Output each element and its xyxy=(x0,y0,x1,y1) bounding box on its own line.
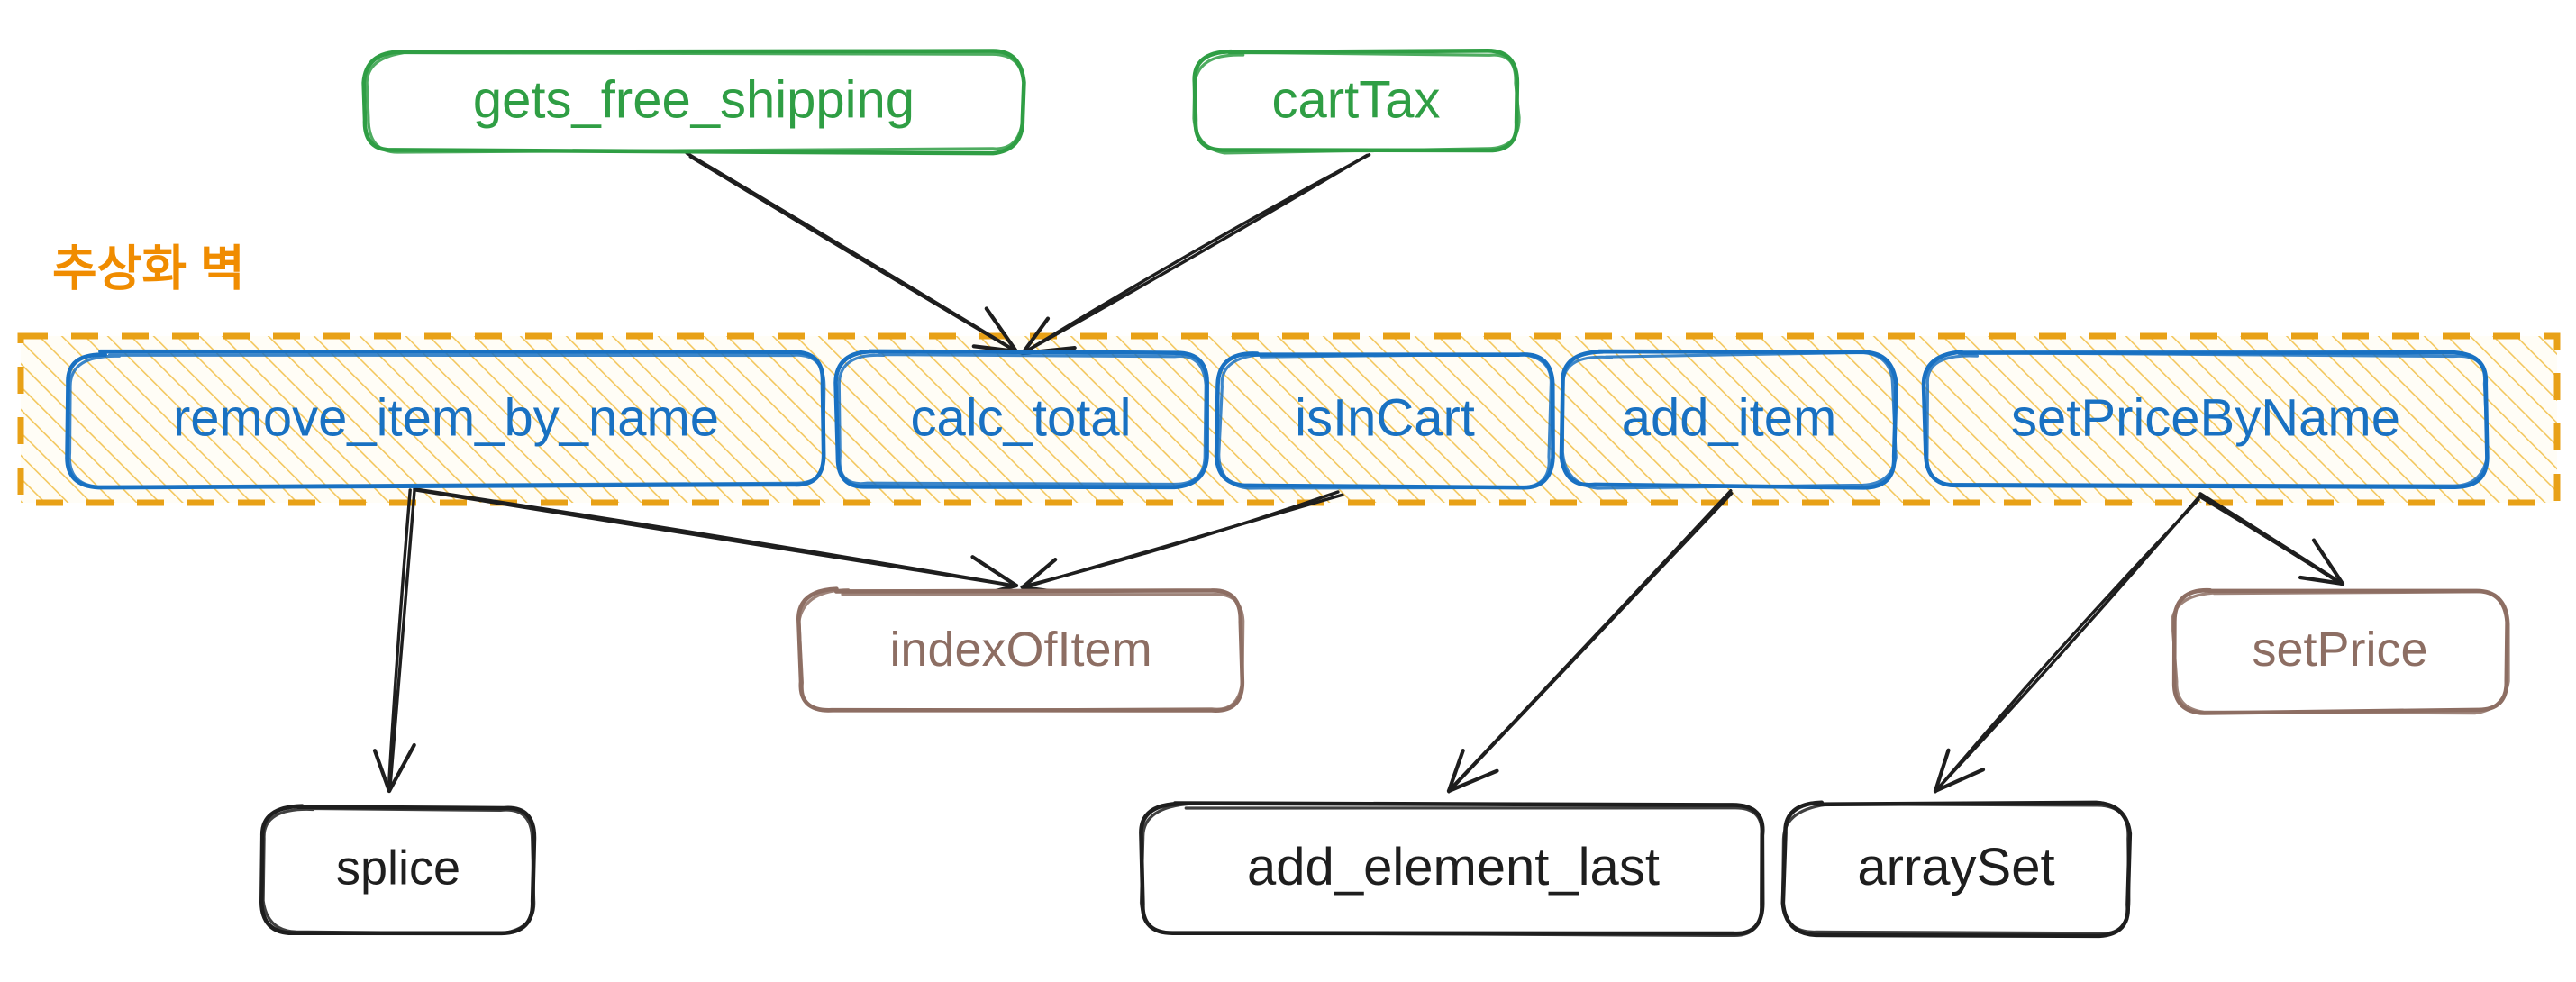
node-outline-second-pass xyxy=(1780,802,2131,935)
node-setPriceByName[interactable]: setPriceByName xyxy=(1921,350,2490,489)
node-cartTax[interactable]: cartTax xyxy=(1192,49,1521,155)
node-label-calc_total: calc_total xyxy=(910,388,1131,447)
abstraction-wall-border xyxy=(17,332,2561,506)
node-splice[interactable]: splice xyxy=(259,804,537,936)
node-outline-second-pass xyxy=(1561,350,1898,490)
node-arrayHandlerSet[interactable]: arraySet xyxy=(1780,800,2133,939)
node-outline-second-pass xyxy=(797,588,1245,713)
node-add_element_last[interactable]: add_element_last xyxy=(1139,801,1765,938)
node-label-indexOfItem: indexOfItem xyxy=(889,623,1151,677)
abstraction-wall-fill xyxy=(21,336,2557,503)
node-layer: gets_free_shipping cartTax remove_item_by_… xyxy=(65,49,2510,939)
node-outline-second-pass xyxy=(1217,352,1553,490)
abstraction-wall-title: 추상화 벽 xyxy=(52,241,245,296)
arrow-setPriceByName-to-setPrice xyxy=(2198,492,2345,586)
arrow-setPriceByName-to-arrayHandlerSet xyxy=(1933,494,2202,794)
arrow-gets_free_shipping-to-calc_total xyxy=(685,151,1019,354)
node-label-cartTax: cartTax xyxy=(1272,70,1441,129)
node-indexOfItem[interactable]: indexOfItem xyxy=(796,586,1245,713)
node-label-arrayHandlerSet: arraySet xyxy=(1857,838,2054,896)
node-label-setPriceByName: setPriceByName xyxy=(2011,388,2400,447)
node-remove_item_by_name[interactable]: remove_item_by_name xyxy=(65,349,826,490)
node-isInCart[interactable]: isInCart xyxy=(1214,351,1555,490)
node-add_item[interactable]: add_item xyxy=(1559,349,1898,490)
node-setPrice[interactable]: setPrice xyxy=(2171,587,2510,715)
node-label-isInCart: isInCart xyxy=(1295,388,1475,447)
arrow-remove_item_by_name-to-splice xyxy=(372,488,416,794)
node-outline xyxy=(833,349,1209,490)
node-label-add_item: add_item xyxy=(1622,388,1837,447)
node-outline-second-pass xyxy=(1139,802,1763,938)
node-label-splice: splice xyxy=(336,841,460,895)
abstraction-wall-region xyxy=(17,332,2561,506)
node-label-add_element_last: add_element_last xyxy=(1247,838,1660,896)
arrow-cartTax-to-calc_total xyxy=(1020,153,1371,356)
node-outline-second-pass xyxy=(68,353,826,488)
node-outline-second-pass xyxy=(1192,50,1521,155)
node-label-remove_item_by_name: remove_item_by_name xyxy=(173,388,719,447)
node-calc_total[interactable]: calc_total xyxy=(833,349,1209,490)
edge-layer xyxy=(372,151,2345,794)
node-label-setPrice: setPrice xyxy=(2252,623,2427,677)
node-outline-second-pass xyxy=(2171,590,2510,715)
node-label-gets_free_shipping: gets_free_shipping xyxy=(473,70,915,129)
node-outline-second-pass xyxy=(1925,350,2490,487)
arrow-add_item-to-add_element_last xyxy=(1446,489,1734,794)
node-outline-second-pass xyxy=(261,806,536,935)
node-gets_free_shipping[interactable]: gets_free_shipping xyxy=(361,49,1026,156)
node-outline-second-pass xyxy=(365,50,1025,154)
arrow-isInCart-to-indexOfItem xyxy=(1020,490,1344,596)
node-outline-second-pass xyxy=(837,352,1207,486)
